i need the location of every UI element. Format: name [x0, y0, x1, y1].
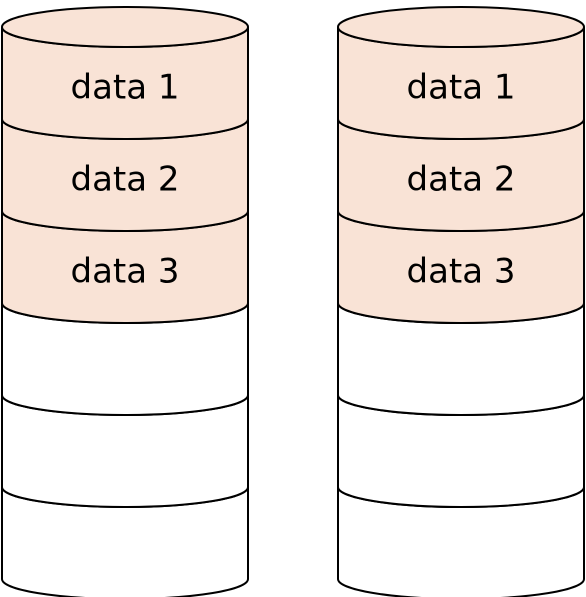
disk-1: data 1 data 2 data 3 [1, 6, 249, 597]
disk-2-top-cap [337, 6, 585, 48]
disk-1-label-2: data 2 [70, 160, 179, 200]
disk-1-label-1: data 1 [70, 68, 179, 108]
disk-2-label-3: data 3 [406, 252, 515, 292]
disk-2-label-2: data 2 [406, 160, 515, 200]
disk-2: data 1 data 2 data 3 [337, 6, 585, 597]
disk-1-label-3: data 3 [70, 252, 179, 292]
disk-1-top-cap [1, 6, 249, 48]
disk-2-label-1: data 1 [406, 68, 515, 108]
